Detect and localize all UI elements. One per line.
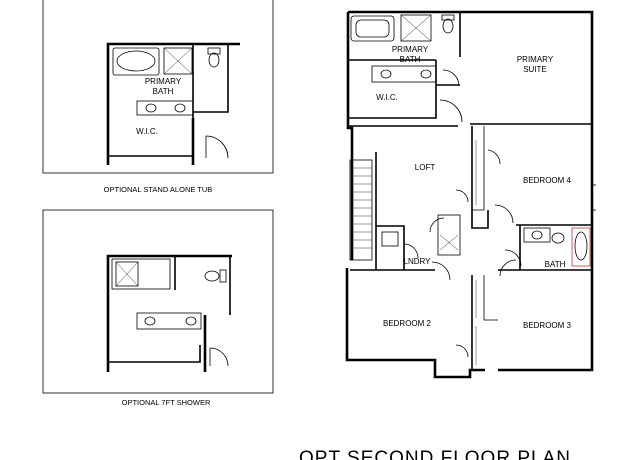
linen-closet (437, 214, 461, 256)
door-swing (455, 189, 469, 203)
door-swing (499, 259, 517, 277)
wall (471, 126, 489, 229)
option-frame (42, 209, 274, 394)
door-swing (205, 135, 229, 159)
laundry-machine (381, 231, 399, 247)
sink (174, 103, 186, 113)
wall (106, 254, 232, 372)
vanity (136, 100, 194, 116)
toilet (551, 232, 565, 244)
plan-title: OPT SECOND FLOOR PLAN (299, 448, 571, 460)
bathtub (571, 227, 591, 267)
wall (106, 42, 240, 165)
toilet (204, 270, 220, 282)
freestanding-tub (112, 47, 160, 76)
toilet (442, 18, 454, 34)
exterior-wall (348, 10, 594, 372)
door-swing (494, 204, 514, 224)
door-swing (504, 249, 522, 267)
room-label-bedroom-4: BEDROOM 4 (523, 176, 572, 185)
room-label-wic: W.I.C. (376, 93, 398, 102)
sink (145, 103, 157, 113)
sink (144, 316, 156, 326)
door-swing (439, 99, 463, 123)
vanity (136, 312, 202, 330)
shower (400, 14, 432, 42)
door-swing (431, 261, 451, 281)
toilet (207, 47, 221, 55)
room-label-wic: W.I.C. (136, 127, 158, 136)
wall (108, 138, 194, 157)
room-label-laundry: LNDRY (404, 257, 432, 266)
caption-stand-alone-tub: OPTIONAL STAND ALONE TUB (104, 185, 213, 194)
sink (531, 230, 543, 240)
room-label-loft: LOFT (415, 163, 436, 172)
wall (376, 225, 405, 270)
exterior-wall (346, 12, 354, 260)
option-7ft-shower: OPTIONAL 7FT SHOWER (42, 209, 274, 407)
shower (163, 47, 193, 75)
caption-7ft-shower: OPTIONAL 7FT SHOWER (122, 398, 211, 407)
door-swing (442, 69, 460, 87)
door-swing (209, 347, 229, 367)
exterior-wall (345, 268, 485, 379)
door-swing (455, 344, 469, 358)
sink (185, 316, 197, 326)
wall (108, 345, 201, 363)
door-swing (429, 217, 445, 233)
door-swing (403, 243, 419, 259)
room-label-bath: BATH (545, 260, 566, 269)
door-swing (487, 149, 501, 165)
room-label-bedroom-2: BEDROOM 2 (383, 319, 432, 328)
vanity (371, 65, 437, 83)
option-frame (42, 0, 274, 174)
sink (380, 69, 392, 79)
room-label-bedroom-3: BEDROOM 3 (523, 321, 572, 330)
wall (193, 44, 229, 113)
staircase (349, 159, 373, 261)
wall (348, 60, 437, 119)
sink (420, 69, 432, 79)
tub (350, 15, 395, 42)
vanity (523, 227, 551, 243)
shower-7ft (111, 258, 171, 290)
